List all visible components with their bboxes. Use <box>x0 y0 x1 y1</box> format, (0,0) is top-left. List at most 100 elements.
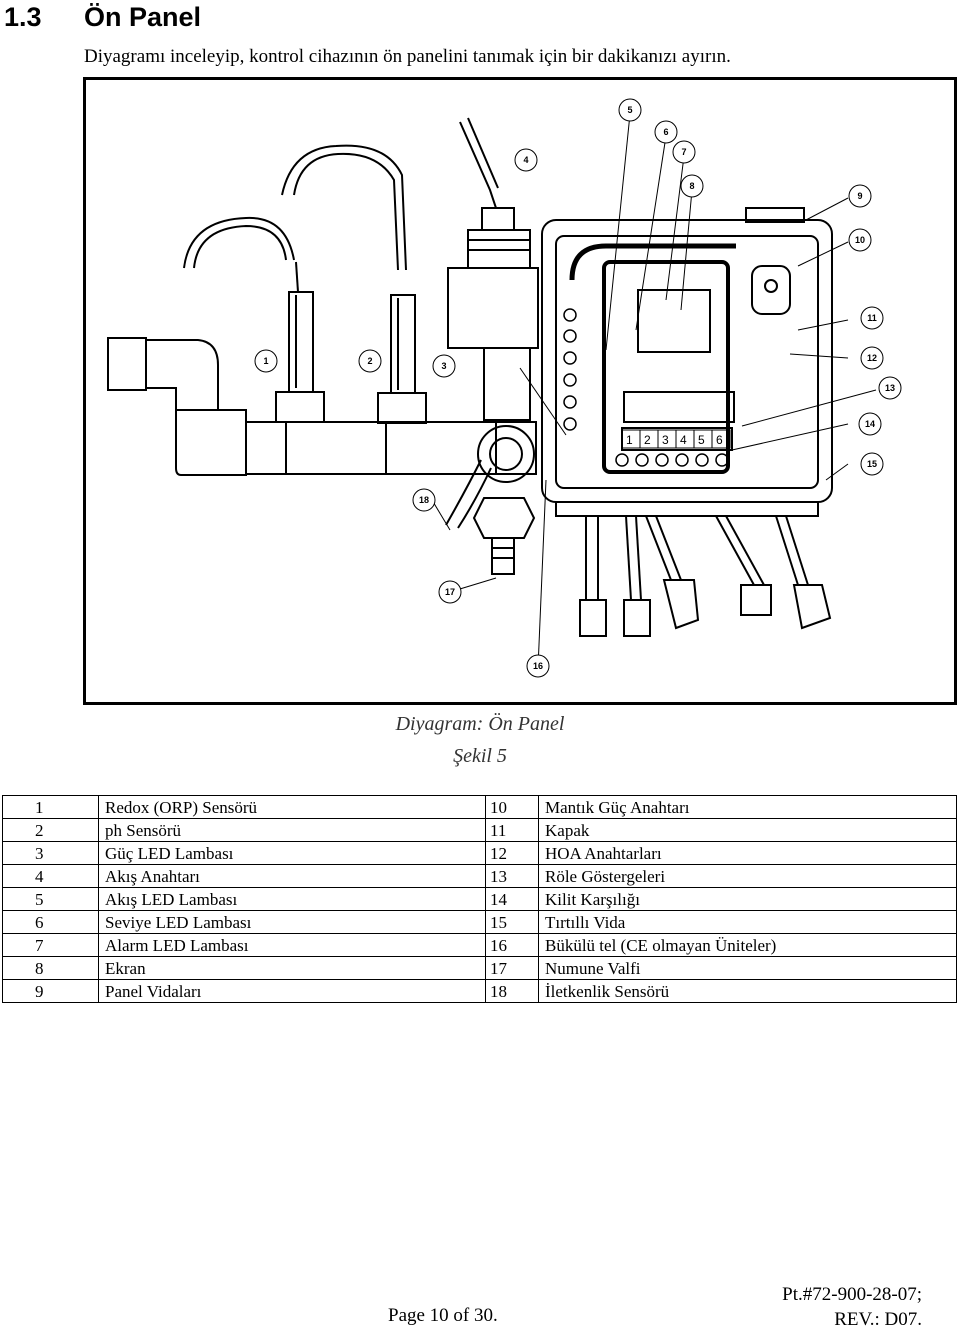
flow-switch <box>447 117 539 421</box>
legend-left-label: Ekran <box>98 956 486 980</box>
callout-3: 3 <box>432 354 456 378</box>
svg-text:5: 5 <box>627 105 632 115</box>
svg-text:2: 2 <box>367 356 372 366</box>
relay-label-1: 1 <box>626 433 633 447</box>
legend-right-number: 11 <box>485 818 539 842</box>
svg-text:7: 7 <box>681 147 686 157</box>
legend-left-label: Akış LED Lambası <box>98 887 486 911</box>
sample-valve <box>445 425 536 575</box>
legend-left-label: Panel Vidaları <box>98 979 486 1003</box>
legend-right-number: 13 <box>485 864 539 888</box>
controller-enclosure <box>541 207 833 517</box>
legend-left-label: Redox (ORP) Sensörü <box>98 795 486 819</box>
relay-label-6: 6 <box>716 433 723 447</box>
svg-text:9: 9 <box>857 191 862 201</box>
legend-right-label: Kilit Karşılığı <box>538 887 957 911</box>
section-title: Ön Panel <box>84 2 202 32</box>
callout-6: 6 <box>654 120 678 144</box>
legend-right-label: Röle Göstergeleri <box>538 864 957 888</box>
svg-text:8: 8 <box>689 181 694 191</box>
callout-14: 14 <box>858 412 882 436</box>
callout-leaders <box>431 113 877 669</box>
legend-right-number: 16 <box>485 933 539 957</box>
callout-11: 11 <box>860 306 884 330</box>
callout-5: 5 <box>618 98 642 122</box>
svg-text:3: 3 <box>441 361 446 371</box>
legend-left-number: 9 <box>2 979 99 1003</box>
callout-16: 16 <box>526 654 550 678</box>
legend-right-number: 12 <box>485 841 539 865</box>
legend-right-number: 10 <box>485 795 539 819</box>
callout-15: 15 <box>860 452 884 476</box>
legend-right-number: 14 <box>485 887 539 911</box>
legend-left-label: Alarm LED Lambası <box>98 933 486 957</box>
svg-text:14: 14 <box>865 419 875 429</box>
legend-left-number: 7 <box>2 933 99 957</box>
callout-10: 10 <box>848 228 872 252</box>
legend-right-label: Kapak <box>538 818 957 842</box>
relay-buttons <box>621 429 731 449</box>
figure-caption: Diyagram: Ön Panel <box>395 713 565 735</box>
front-panel-diagram: 1 2 3 4 5 6 1 2 3 4 5 6 7 8 9 10 11 12 1… <box>83 77 957 705</box>
relay-label-4: 4 <box>680 433 687 447</box>
relay-label-5: 5 <box>698 433 705 447</box>
figure-number: Şekil 5 <box>453 745 507 767</box>
legend-left-label: Akış Anahtarı <box>98 864 486 888</box>
section-heading: 1.3 Ön Panel <box>4 2 201 33</box>
legend-left-number: 2 <box>2 818 99 842</box>
diagram-drawing: 1 2 3 4 5 6 1 2 3 4 5 6 7 8 9 10 11 12 1… <box>107 98 902 678</box>
svg-text:13: 13 <box>885 383 895 393</box>
callout-8: 8 <box>680 174 704 198</box>
legend-right-number: 15 <box>485 910 539 934</box>
elbow-fitting <box>107 337 247 476</box>
svg-text:15: 15 <box>867 459 877 469</box>
document-reference: Pt.#72-900-28-07; REV.: D07. <box>782 1282 922 1332</box>
power-cords <box>579 515 832 637</box>
legend-left-label: Güç LED Lambası <box>98 841 486 865</box>
intro-text: Diyagramı inceleyip, kontrol cihazının ö… <box>84 46 731 67</box>
section-number: 1.3 <box>4 2 42 32</box>
svg-text:1: 1 <box>263 356 268 366</box>
legend-left-label: Seviye LED Lambası <box>98 910 486 934</box>
sensor-2 <box>281 144 427 424</box>
svg-text:4: 4 <box>523 155 528 165</box>
svg-text:17: 17 <box>445 587 455 597</box>
svg-text:16: 16 <box>533 661 543 671</box>
svg-text:11: 11 <box>867 313 877 323</box>
page-number: Page 10 of 30. <box>388 1305 498 1326</box>
legend-right-label: Numune Valfi <box>538 956 957 980</box>
callout-2: 2 <box>358 349 382 373</box>
relay-label-3: 3 <box>662 433 669 447</box>
legend-right-label: Bükülü tel (CE olmayan Üniteler) <box>538 933 957 957</box>
legend-left-number: 6 <box>2 910 99 934</box>
svg-text:6: 6 <box>663 127 668 137</box>
callout-7: 7 <box>672 140 696 164</box>
callout-4: 4 <box>514 148 538 172</box>
legend-left-number: 5 <box>2 887 99 911</box>
svg-text:10: 10 <box>855 235 865 245</box>
relay-label-2: 2 <box>644 433 651 447</box>
legend-right-label: Mantık Güç Anahtarı <box>538 795 957 819</box>
callout-18: 18 <box>412 488 436 512</box>
callout-17: 17 <box>438 580 462 604</box>
legend-right-label: Tırtıllı Vida <box>538 910 957 934</box>
revision: REV.: D07. <box>834 1309 922 1330</box>
legend-left-label: ph Sensörü <box>98 818 486 842</box>
legend-right-label: İletkenlik Sensörü <box>538 979 957 1003</box>
callout-1: 1 <box>254 349 278 373</box>
svg-text:18: 18 <box>419 495 429 505</box>
part-number: Pt.#72-900-28-07; <box>782 1284 922 1305</box>
svg-text:12: 12 <box>867 353 877 363</box>
legend-right-number: 18 <box>485 979 539 1003</box>
legend-right-number: 17 <box>485 956 539 980</box>
